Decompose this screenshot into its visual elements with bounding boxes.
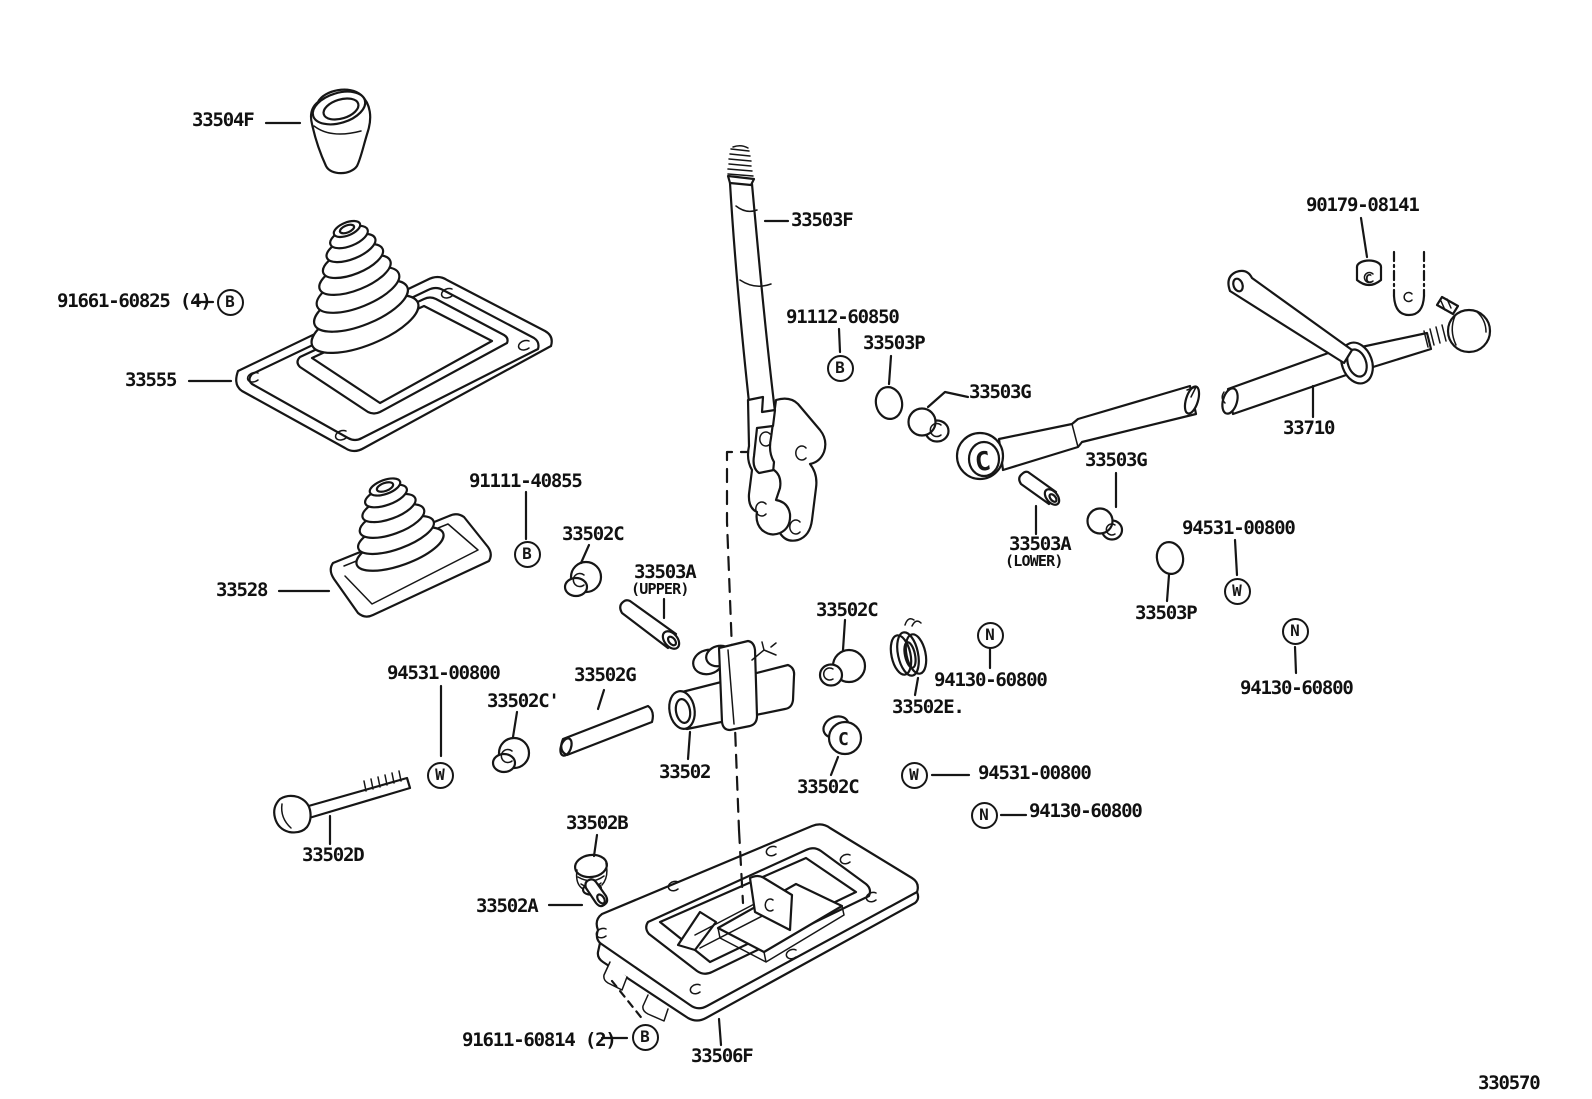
label-33502e: 33502E. xyxy=(892,696,965,718)
c-face-socket: C xyxy=(973,446,993,478)
shift-knob-art xyxy=(309,88,372,175)
spring-33502e-art xyxy=(889,618,928,677)
label-lower-suffix: (LOWER) xyxy=(1005,552,1063,570)
marker-n-center: N xyxy=(976,621,1004,649)
pin-33503a-upper-art xyxy=(619,599,681,650)
label-33502a: 33502A xyxy=(476,895,539,917)
label-33528: 33528 xyxy=(216,579,268,601)
label-33710: 33710 xyxy=(1283,417,1335,439)
washer-33502c-left-art xyxy=(491,736,531,774)
label-94531-right: 94531-00800 xyxy=(1182,517,1296,539)
label-33502c-left: 33502C' xyxy=(487,690,560,712)
bushing-33503g-left-art xyxy=(907,407,950,443)
label-33555: 33555 xyxy=(125,369,177,391)
lower-boot-art xyxy=(329,477,492,618)
label-33502c-top: 33502C xyxy=(562,523,625,545)
shift-lever-shaft-art xyxy=(726,144,779,432)
retainer-plate-33506f-art xyxy=(595,823,920,1022)
marker-n-right: N xyxy=(1281,617,1309,645)
marker-n-bottom: N xyxy=(970,801,998,829)
label-33506f: 33506F xyxy=(691,1045,754,1067)
label-33502g: 33502G xyxy=(574,664,637,686)
lever-clevis-art xyxy=(746,395,827,542)
label-33503g-right: 33503G xyxy=(1085,449,1148,471)
marker-b-91111: B xyxy=(513,540,541,568)
marker-w-left: W xyxy=(426,761,454,789)
washer-33502c-bottom-art xyxy=(822,715,863,756)
label-94531-left: 94531-00800 xyxy=(387,662,501,684)
leader-lines xyxy=(187,121,1369,1047)
label-91111-40855: 91111-40855 xyxy=(469,470,583,492)
label-33502d: 33502D xyxy=(302,844,365,866)
label-91661-60825: 91661-60825 (4) xyxy=(57,290,212,312)
c-face-nut: C xyxy=(1365,272,1372,286)
marker-b-91661: B xyxy=(216,288,244,316)
label-33503f: 33503F xyxy=(791,209,854,231)
seal-33503p-right-art xyxy=(1155,541,1185,575)
label-33504f: 33504F xyxy=(192,109,255,131)
pin-33502a-art xyxy=(584,878,609,908)
phantom-bracket-art xyxy=(1392,250,1426,317)
label-33503a-upper: 33503A xyxy=(634,561,697,583)
selecting-lever-33502-art xyxy=(668,639,796,732)
label-94531-bottom: 94531-00800 xyxy=(978,762,1092,784)
label-upper-suffix: (UPPER) xyxy=(631,580,689,598)
label-33503p-right: 33503P xyxy=(1135,602,1198,624)
label-33502: 33502 xyxy=(659,761,711,783)
label-33503a-lower: 33503A xyxy=(1009,533,1072,555)
label-90179-08141: 90179-08141 xyxy=(1306,194,1420,216)
control-rod-33710-art xyxy=(1221,269,1492,416)
c-face-grommet: C xyxy=(838,729,849,750)
label-94130-right: 94130-60800 xyxy=(1240,677,1354,699)
upper-boot-cone-art xyxy=(310,219,420,354)
label-33502c-mid: 33502C xyxy=(816,599,879,621)
marker-b-91611: B xyxy=(631,1023,659,1051)
label-33503p-left: 33503P xyxy=(863,332,926,354)
label-33502c-bottom: 33502C xyxy=(797,776,860,798)
washer-33502c-top-art xyxy=(563,560,603,598)
label-91611-60814: 91611-60814 (2) xyxy=(462,1029,617,1051)
bushing-33503g-right-art xyxy=(1086,507,1124,541)
washer-33502c-mid-art xyxy=(818,648,867,687)
marker-b-91112: B xyxy=(826,354,854,382)
rod-33503g-first-art xyxy=(955,384,1201,481)
assembly-axis-dashed-lower xyxy=(737,828,745,905)
marker-w-right: W xyxy=(1223,577,1251,605)
pin-33503a-lower-art xyxy=(1018,470,1061,506)
label-91112-60850: 91112-60850 xyxy=(786,306,900,328)
label-94130-bottom: 94130-60800 xyxy=(1029,800,1143,822)
bolt-33502d-art xyxy=(273,770,412,834)
label-33503g-left: 33503G xyxy=(969,381,1032,403)
label-33502b: 33502B xyxy=(566,812,629,834)
marker-w-bottom: W xyxy=(900,761,928,789)
rod-33502g-art xyxy=(559,704,654,757)
dashed-leader-91611 xyxy=(610,979,646,1023)
seal-33503p-left-art xyxy=(874,386,904,420)
figure-code: 330570 xyxy=(1478,1072,1541,1094)
nut-90179-art xyxy=(1355,259,1383,287)
label-94130-center: 94130-60800 xyxy=(934,669,1048,691)
